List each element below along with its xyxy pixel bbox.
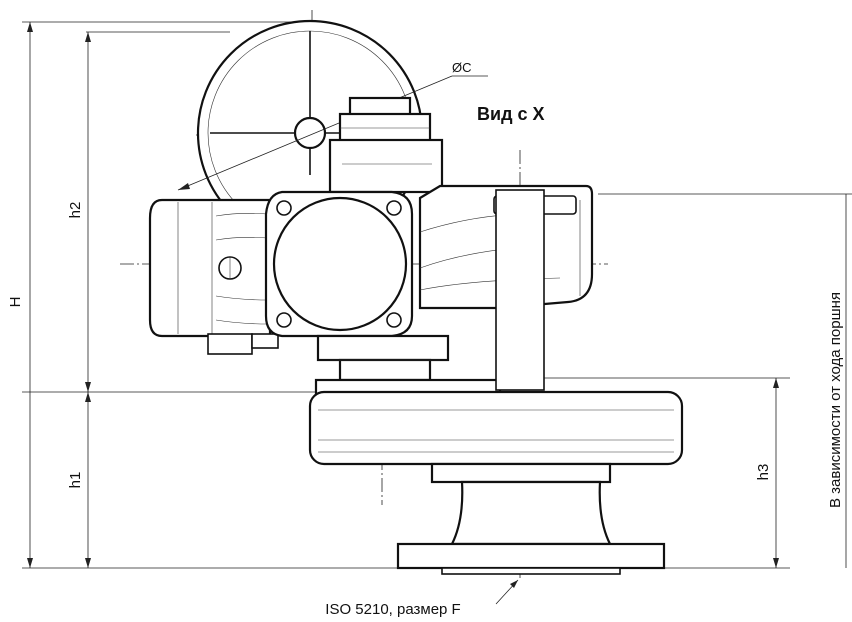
stroke-note: В зависимости от хода поршня bbox=[827, 292, 844, 508]
label-H: H bbox=[7, 297, 24, 308]
upper-housing bbox=[328, 96, 444, 194]
label-h1: h1 bbox=[67, 472, 84, 489]
label-h2: h2 bbox=[67, 202, 84, 219]
control-housing bbox=[148, 198, 279, 355]
label-diameter-c: ØC bbox=[452, 60, 472, 75]
dimension-lines bbox=[22, 21, 852, 569]
motor-housing bbox=[264, 190, 414, 338]
stem-tube bbox=[495, 189, 545, 391]
gearbox bbox=[308, 390, 684, 466]
flange bbox=[396, 462, 666, 575]
label-h3: h3 bbox=[755, 464, 772, 481]
neck bbox=[314, 334, 502, 396]
view-title: Вид с X bbox=[477, 104, 545, 124]
flange-leader-arrow bbox=[510, 580, 518, 588]
flange-note: ISO 5210, размер F bbox=[325, 601, 460, 618]
